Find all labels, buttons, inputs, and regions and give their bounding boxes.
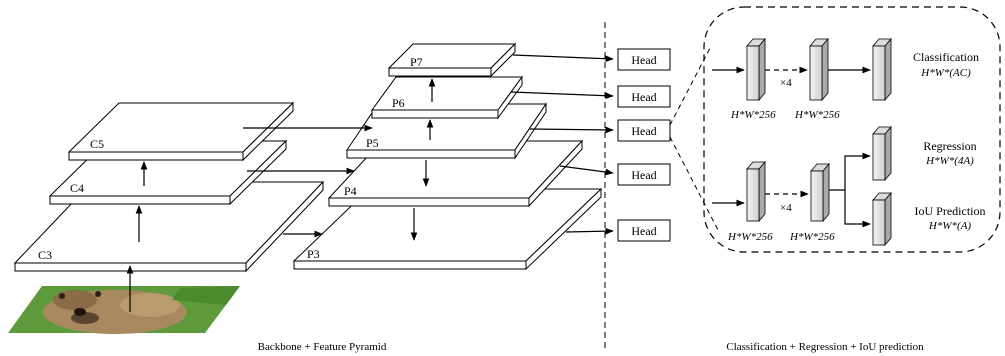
regression-shape: H*W*(4A) <box>925 155 974 167</box>
dims-label: H*W*256 <box>789 231 835 243</box>
input-bear-image <box>8 286 240 334</box>
head-box-p5: Head <box>617 119 671 142</box>
lateral-connections <box>243 124 373 238</box>
pyramid-plate-p7: P7 <box>387 42 517 78</box>
conv-block <box>872 191 892 247</box>
pyramid-internal-arrows <box>410 78 436 241</box>
label-p6: P6 <box>392 96 405 110</box>
head-label: Head <box>631 168 656 182</box>
regression-branch: ×4 H*W*256 H*W*256 Regression H*W*(4A) I… <box>712 125 986 247</box>
head-box-p3: Head <box>617 219 671 242</box>
head-label: Head <box>631 124 656 138</box>
head-caption: Classification + Regression + IoU predic… <box>726 341 924 353</box>
label-p4: P4 <box>344 184 357 198</box>
dims-label: H*W*256 <box>794 109 840 121</box>
head-box-p6: Head <box>617 85 671 108</box>
dims-label: H*W*256 <box>727 231 773 243</box>
conv-block <box>810 162 830 223</box>
repeat-label: ×4 <box>780 77 792 89</box>
conv-block <box>809 37 829 102</box>
backbone-plate-c5: C5 <box>67 101 295 162</box>
head-box-p7: Head <box>617 48 671 71</box>
label-c3: C3 <box>38 248 52 262</box>
label-p5: P5 <box>366 136 379 150</box>
label-c5: C5 <box>90 137 104 151</box>
conv-block <box>746 160 766 223</box>
conv-block <box>872 125 892 182</box>
conv-block <box>746 37 766 102</box>
classification-shape: H*W*(AC) <box>920 67 971 79</box>
repeat-label: ×4 <box>780 202 792 214</box>
conv-block <box>872 37 892 102</box>
label-p3: P3 <box>307 247 320 261</box>
iou-shape: H*W*(A) <box>928 220 971 232</box>
head-box-p4: Head <box>617 163 671 186</box>
iou-title: IoU Prediction <box>915 204 986 218</box>
head-label: Head <box>631 224 656 238</box>
backbone-caption: Backbone + Feature Pyramid <box>258 341 387 353</box>
head-label: Head <box>631 53 656 67</box>
backbone-up-arrows <box>126 161 148 312</box>
head-detail-panel <box>703 6 1001 253</box>
regression-title: Regression <box>923 139 976 153</box>
head-zoom-lines <box>669 47 719 231</box>
label-p7: P7 <box>410 55 423 69</box>
head-label: Head <box>631 90 656 104</box>
pyramid-plate-p3: P3 <box>292 187 603 271</box>
dims-label: H*W*256 <box>730 109 776 121</box>
pyramid-to-head-arrows <box>510 54 614 235</box>
label-c4: C4 <box>70 181 84 195</box>
classification-title: Classification <box>913 50 979 64</box>
pyramid-plate-p6: P6 <box>371 75 523 120</box>
classification-branch: ×4 H*W*256 H*W*256 Classification H*W*(A… <box>712 37 979 121</box>
